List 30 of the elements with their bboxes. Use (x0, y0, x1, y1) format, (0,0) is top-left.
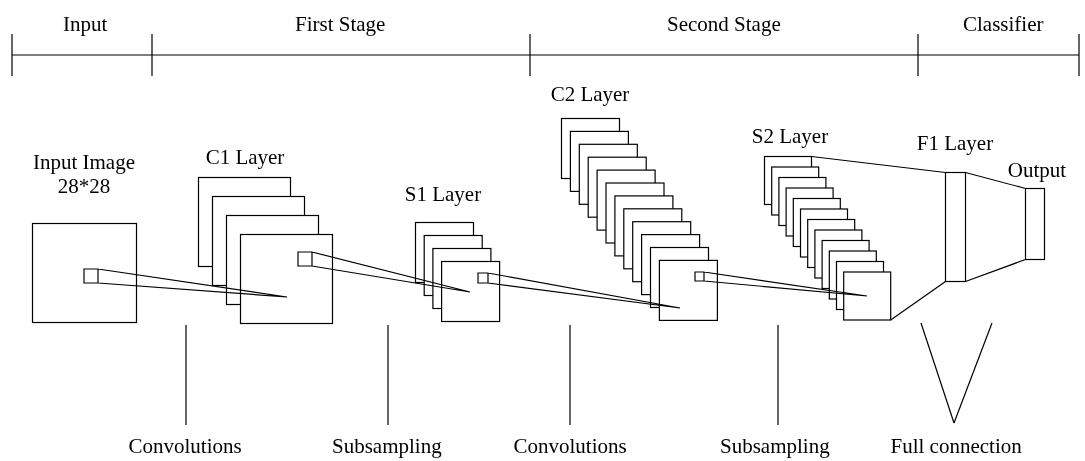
stage-label: Second Stage (667, 14, 781, 35)
stage-label: Classifier (963, 14, 1044, 35)
receptive-field-cone (694, 271, 868, 297)
receptive-field-cone (297, 251, 471, 293)
layer-label: Output (1006, 158, 1068, 183)
operation-label: Subsampling (332, 436, 442, 457)
leader-line (387, 324, 389, 426)
operation-label: Convolutions (128, 436, 242, 457)
operation-label: Full connection (890, 436, 1022, 457)
leader-line (185, 324, 187, 426)
leader-line (953, 322, 993, 424)
layer-label: C2 Layer (549, 82, 631, 107)
stage-label: First Stage (295, 14, 386, 35)
leader-line (920, 322, 955, 424)
leader-line (569, 324, 571, 426)
operation-label: Subsampling (720, 436, 830, 457)
leader-line (777, 324, 779, 426)
layer-label: C1 Layer (204, 145, 286, 170)
layer-label: S1 Layer (403, 182, 483, 207)
receptive-field-cone (477, 272, 681, 309)
layer-label: F1 Layer (915, 131, 995, 156)
stage-label: Input (63, 14, 108, 35)
connection-line (964, 258, 1027, 283)
operation-label: Convolutions (513, 436, 627, 457)
connection-line (810, 155, 947, 174)
receptive-field-cone (83, 268, 288, 298)
connection-line (890, 280, 947, 321)
connection-line (964, 171, 1027, 190)
layer-label: Input Image 28*28 (31, 150, 136, 199)
layer-label: S2 Layer (750, 124, 830, 149)
